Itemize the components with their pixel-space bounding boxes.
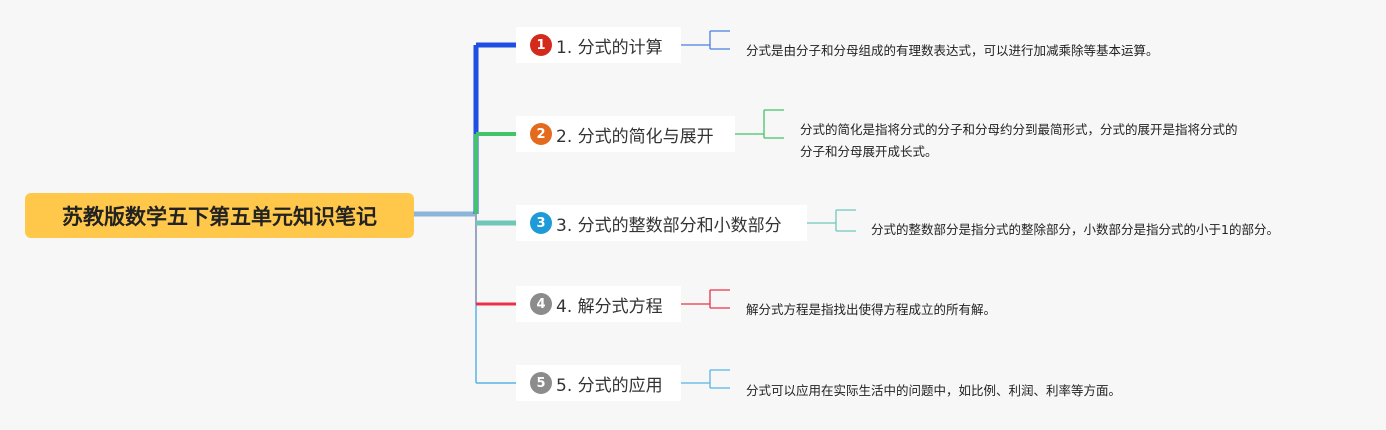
leaf-bracket-5: [681, 369, 730, 389]
branch-label: 1. 分式的计算: [556, 37, 663, 58]
leaf-note-4[interactable]: 解分式方程是指找出使得方程成立的所有解。: [746, 299, 996, 321]
leaf-bracket-3: [807, 209, 856, 232]
branch-topic-4[interactable]: 4 4. 解分式方程: [516, 286, 681, 322]
branch-topic-1[interactable]: 1 1. 分式的计算: [516, 27, 681, 63]
number-2-icon: 2: [530, 123, 552, 145]
leaf-note-line: 分式是由分子和分母组成的有理数表达式，可以进行加减乘除等基本运算。: [746, 43, 1159, 58]
leaf-bracket-1: [681, 30, 730, 50]
leaf-note-2[interactable]: 分式的简化是指将分式的分子和分母约分到最简形式，分式的展开是指将分式的 分子和分…: [800, 119, 1238, 163]
leaf-note-3[interactable]: 分式的整数部分是指分式的整除部分，小数部分是指分式的小于1的部分。: [871, 219, 1279, 241]
leaf-note-line: 分子和分母展开成长式。: [800, 144, 938, 159]
branch-label: 3. 分式的整数部分和小数部分: [556, 215, 782, 236]
leaf-note-line: 分式的整数部分是指分式的整除部分，小数部分是指分式的小于1的部分。: [871, 222, 1279, 237]
leaf-note-line: 分式的简化是指将分式的分子和分母约分到最简形式，分式的展开是指将分式的: [800, 122, 1238, 137]
root-topic[interactable]: 苏教版数学五下第五单元知识笔记: [25, 193, 414, 238]
number-4-icon: 4: [530, 293, 552, 315]
number-5-icon: 5: [530, 372, 552, 394]
leaf-bracket-2: [735, 109, 784, 139]
branch-label: 4. 解分式方程: [556, 296, 663, 317]
leaf-note-1[interactable]: 分式是由分子和分母组成的有理数表达式，可以进行加减乘除等基本运算。: [746, 40, 1159, 62]
leaf-bracket-4: [681, 289, 730, 309]
number-1-icon: 1: [530, 34, 552, 56]
branch-label: 5. 分式的应用: [556, 375, 663, 396]
number-3-icon: 3: [530, 212, 552, 234]
leaf-note-5[interactable]: 分式可以应用在实际生活中的问题中，如比例、利润、利率等方面。: [746, 380, 1121, 402]
branch-topic-2[interactable]: 2 2. 分式的简化与展开: [516, 116, 735, 152]
branch-label: 2. 分式的简化与展开: [556, 126, 714, 147]
branch-topic-5[interactable]: 5 5. 分式的应用: [516, 365, 681, 401]
leaf-note-line: 解分式方程是指找出使得方程成立的所有解。: [746, 302, 997, 317]
branch-topic-3[interactable]: 3 3. 分式的整数部分和小数部分: [516, 205, 807, 241]
leaf-note-line: 分式可以应用在实际生活中的问题中，如比例、利润、利率等方面。: [746, 383, 1122, 398]
